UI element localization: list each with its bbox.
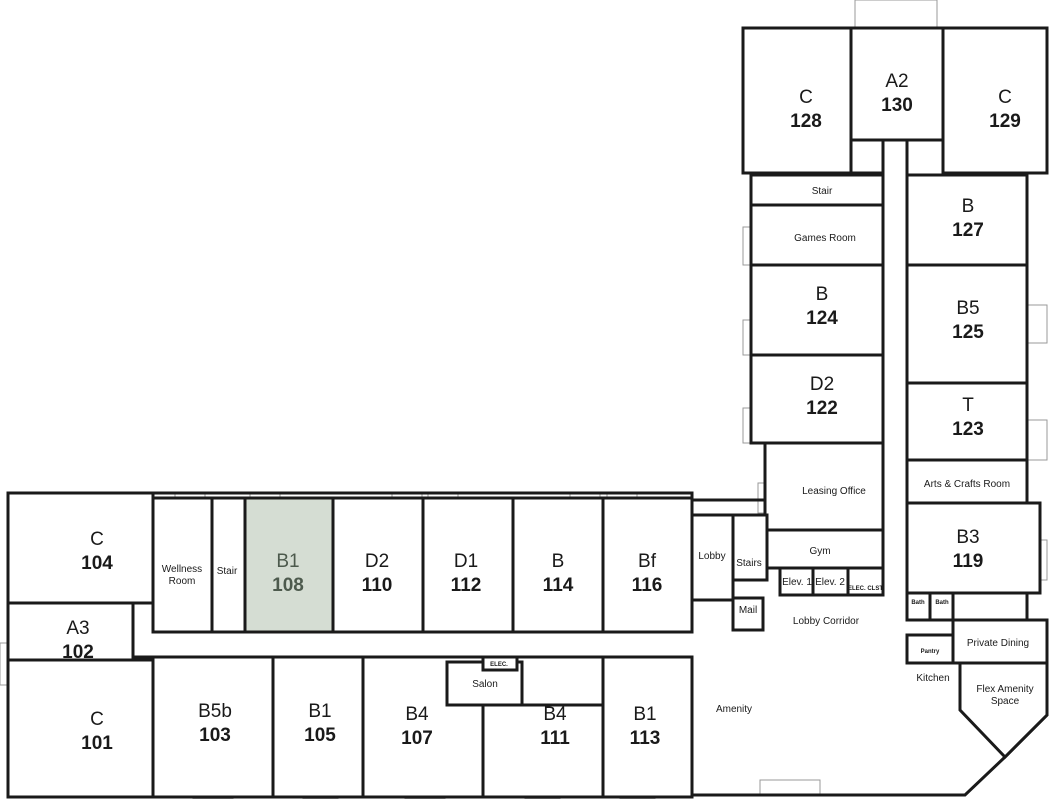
room-label-private_dining: Private Dining	[967, 638, 1029, 649]
room-label-bath2: Bath	[935, 600, 949, 606]
room-arts[interactable]	[905, 458, 1029, 505]
unit-type-label: B	[962, 196, 975, 217]
room-label-stairs: Stairs	[736, 558, 762, 569]
unit-number-label: 102	[62, 642, 94, 663]
room-label-wellness: Wellness	[162, 564, 202, 575]
unit-110[interactable]	[331, 496, 425, 634]
unit-111[interactable]	[481, 703, 605, 799]
unit-type-label: D2	[365, 551, 389, 572]
unit-type-label: B1	[633, 704, 656, 725]
unit-type-label: A2	[885, 71, 908, 92]
unit-number-label: 112	[451, 575, 482, 596]
room-mail[interactable]	[731, 596, 765, 632]
balcony	[854, 0, 938, 29]
unit-130[interactable]	[849, 26, 945, 142]
room-private_dining[interactable]	[951, 618, 1049, 665]
unit-type-label: B3	[956, 527, 979, 548]
room-label-elec: ELEC.	[490, 662, 508, 668]
unit-type-label: B5	[956, 298, 979, 319]
room-leasing[interactable]	[763, 441, 885, 532]
room-label-stair_w: Stair	[217, 566, 238, 577]
unit-type-label: Bf	[638, 551, 657, 572]
unit-129[interactable]	[941, 26, 1049, 175]
window	[759, 779, 821, 796]
unit-type-label: A3	[66, 618, 89, 639]
room-label-wellness: Room	[169, 576, 196, 587]
room-label-flex-box: Flex Amenity Space	[976, 684, 1034, 707]
window	[1026, 304, 1048, 344]
unit-type-label: B	[816, 284, 829, 305]
unit-number-label: 104	[81, 553, 113, 574]
room-label-flex: Flex Amenity Space	[976, 684, 1034, 707]
unit-type-label: C	[90, 529, 104, 550]
room-label-elec_clst: ELEC. CLST.	[848, 586, 884, 592]
unit-type-label: B4	[543, 704, 567, 725]
room-label-lobby: Lobby	[698, 551, 725, 562]
room-label-lobby_corridor: Lobby Corridor	[793, 616, 860, 627]
unit-number-label: 110	[362, 575, 393, 596]
room-label-salon: Salon	[472, 679, 498, 690]
unit-101[interactable]	[6, 658, 155, 799]
room-elec_clst[interactable]	[846, 566, 885, 597]
room-bath1[interactable]	[905, 591, 932, 622]
room-label-mail: Mail	[739, 605, 757, 616]
room-stairs[interactable]	[731, 513, 769, 582]
unit-type-label: B	[552, 551, 565, 572]
unit-type-label: B1	[308, 701, 331, 722]
room-stair_w[interactable]	[210, 496, 247, 634]
unit-number-label: 113	[630, 728, 661, 749]
room-label-elev2: Elev. 2	[815, 577, 845, 588]
unit-number-label: 105	[304, 725, 336, 746]
room-label-gym: Gym	[809, 546, 830, 557]
unit-type-label: T	[962, 395, 974, 416]
unit-type-label: B5b	[198, 701, 232, 722]
unit-113[interactable]	[601, 655, 694, 799]
unit-116[interactable]	[601, 496, 694, 634]
unit-number-label: 101	[81, 733, 113, 754]
room-label-stair_n: Stair	[812, 186, 833, 197]
window	[1026, 419, 1048, 461]
unit-number-label: 122	[806, 398, 838, 419]
unit-type-label: D2	[810, 374, 834, 395]
room-gym[interactable]	[765, 528, 885, 570]
unit-123[interactable]	[905, 381, 1029, 462]
unit-number-label: 128	[790, 111, 822, 132]
room-elev2[interactable]	[811, 566, 850, 597]
unit-number-label: 123	[952, 419, 984, 440]
room-games[interactable]	[749, 203, 885, 267]
unit-type-label: C	[799, 87, 813, 108]
unit-119[interactable]	[905, 501, 1042, 595]
unit-128[interactable]	[741, 26, 853, 175]
unit-number-label: 119	[953, 551, 984, 572]
room-label-games: Games Room	[794, 233, 856, 244]
unit-number-label: 103	[199, 725, 231, 746]
unit-number-label: 129	[989, 111, 1021, 132]
unit-number-label: 124	[806, 308, 838, 329]
room-label-pantry: Pantry	[921, 649, 940, 655]
unit-114[interactable]	[511, 496, 605, 634]
unit-number-label: 114	[543, 575, 574, 596]
room-bath2[interactable]	[928, 591, 955, 622]
room-label-bath1: Bath	[911, 600, 925, 606]
room-label-amenity: Amenity	[716, 704, 752, 715]
unit-number-label: 108	[272, 575, 304, 596]
unit-type-label: B4	[405, 704, 429, 725]
unit-127[interactable]	[905, 173, 1029, 267]
unit-number-label: 116	[632, 575, 663, 596]
unit-number-label: 130	[881, 95, 913, 116]
room-label-leasing: Leasing Office	[802, 486, 866, 497]
unit-type-label: B1	[276, 551, 299, 572]
room-label-arts: Arts & Crafts Room	[924, 479, 1010, 490]
unit-type-label: D1	[454, 551, 478, 572]
unit-type-label: C	[90, 709, 104, 730]
unit-type-label: C	[998, 87, 1012, 108]
unit-number-label: 125	[952, 322, 984, 343]
unit-104[interactable]	[6, 491, 155, 605]
room-label-kitchen: Kitchen	[916, 673, 949, 684]
unit-number-label: 111	[540, 728, 570, 749]
unit-number-label: 107	[401, 728, 433, 749]
unit-number-label: 127	[952, 220, 984, 241]
room-label-elev1: Elev. 1	[782, 577, 812, 588]
